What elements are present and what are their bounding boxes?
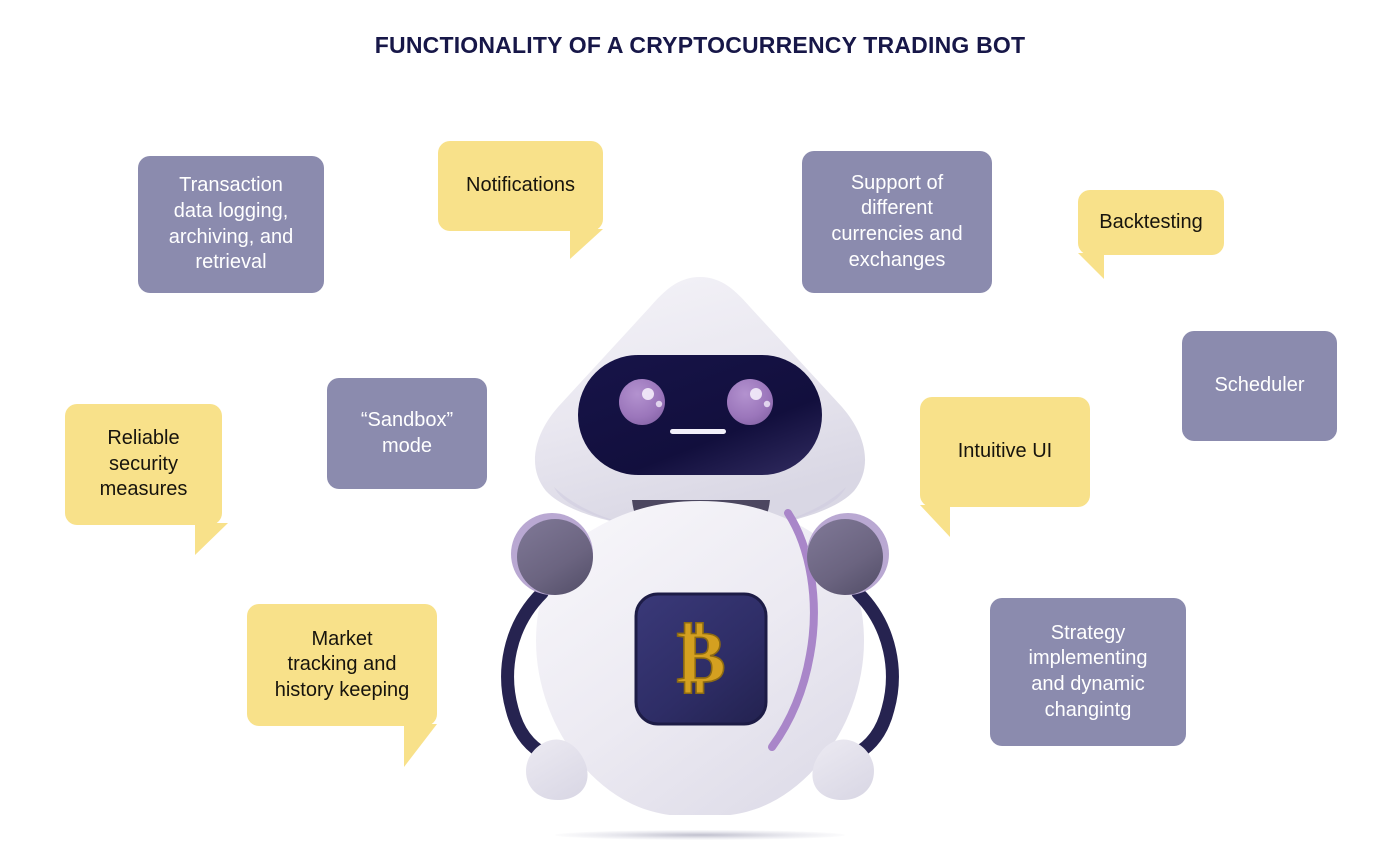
card-transaction-data-logging[interactable]: Transaction data logging, archiving, and… [138, 156, 324, 293]
card-sandbox-mode[interactable]: “Sandbox” mode [327, 378, 487, 489]
card-label: Market tracking and history keeping [274, 627, 410, 701]
robot-illustration: ₿ [430, 255, 970, 815]
robot-arm-right [847, 586, 899, 762]
card-label: Reliable security measures [99, 427, 188, 501]
robot-eye-left [619, 379, 665, 425]
page-title: FUNCTIONALITY OF A CRYPTOCURRENCY TRADIN… [374, 32, 1026, 58]
robot-shoulder-joint-right [807, 519, 883, 595]
robot-chest-panel [634, 592, 768, 726]
card-scheduler[interactable]: Scheduler [1182, 331, 1337, 441]
robot-mouth [670, 429, 726, 434]
card-reliable-security-measures[interactable]: Reliable security measures [65, 404, 222, 525]
card-backtesting[interactable]: Backtesting [1078, 190, 1224, 255]
card-label: Intuitive UI [957, 440, 1053, 463]
card-label: Notifications [466, 174, 575, 197]
card-label: Scheduler [1214, 374, 1305, 397]
bubble-tail-reliable-security-measures [195, 523, 228, 555]
robot-eye-right-highlight [750, 388, 762, 400]
card-intuitive-ui[interactable]: Intuitive UI [920, 397, 1090, 507]
robot-hand-left [526, 739, 588, 801]
card-notifications[interactable]: Notifications [438, 141, 603, 231]
robot-ground-shadow [555, 830, 845, 840]
card-label: Strategy implementing and dynamic changi… [1028, 621, 1148, 721]
card-label: Support of different currencies and exch… [831, 171, 963, 271]
bubble-tail-notifications [570, 229, 603, 259]
bubble-tail-intuitive-ui [920, 505, 950, 537]
card-market-tracking-and-history-keeping[interactable]: Market tracking and history keeping [247, 604, 437, 726]
robot-arm-left [501, 586, 553, 762]
robot-eye-left-highlight-small [655, 400, 663, 408]
bubble-tail-market-tracking [404, 724, 437, 767]
card-support-of-different-currencies-and-exchanges[interactable]: Support of different currencies and exch… [802, 151, 992, 293]
robot-eye-right-highlight-small [763, 400, 771, 408]
card-label: Transaction data logging, archiving, and… [168, 174, 294, 274]
robot-visor [578, 355, 822, 475]
bitcoin-symbol-icon: ₿ [676, 617, 725, 699]
card-strategy-implementing-and-dynamic-changing[interactable]: Strategy implementing and dynamic changi… [990, 598, 1186, 746]
robot-accent-stripe [768, 509, 818, 751]
robot-eye-right [727, 379, 773, 425]
card-label: “Sandbox” mode [360, 408, 454, 457]
bubble-tail-backtesting [1078, 253, 1104, 279]
card-label: Backtesting [1099, 210, 1203, 233]
robot-shoulder-joint-left [517, 519, 593, 595]
robot-eye-left-highlight [642, 388, 654, 400]
robot-hand-right [812, 739, 874, 801]
